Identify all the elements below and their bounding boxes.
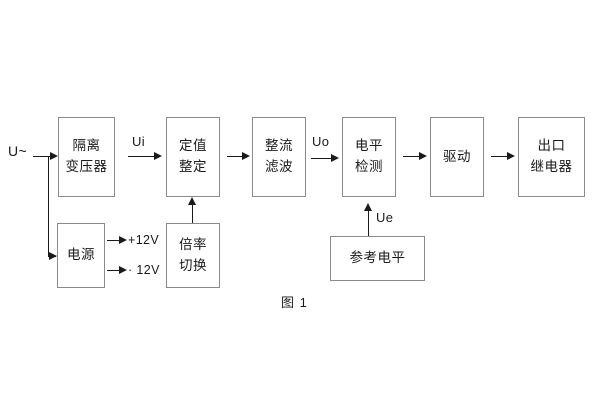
block-power-supply-line1: 电源 xyxy=(67,247,95,263)
arrowhead-driver-to-output-relay xyxy=(507,152,515,160)
block-level-detection-line2: 检测 xyxy=(355,159,383,174)
arrowhead-rail-positive xyxy=(119,236,127,244)
block-multiplier-switch-line1: 倍率 xyxy=(179,236,207,252)
block-multiplier-switch-line2: 切换 xyxy=(179,257,207,273)
wire-input-stub xyxy=(33,156,48,157)
wire-driver-to-output-relay xyxy=(491,156,509,157)
block-setpoint-setting-line1: 定值 xyxy=(179,138,207,154)
block-output-relay[interactable]: 出口 继电器 xyxy=(518,117,585,197)
signal-label-ue: Ue xyxy=(376,210,394,225)
arrowhead-setpoint-to-rectifier xyxy=(242,152,250,160)
arrowhead-uo xyxy=(331,154,339,162)
signal-label-ui: Ui xyxy=(132,134,146,149)
block-driver[interactable]: 驱动 xyxy=(430,117,484,197)
block-output-relay-line2: 继电器 xyxy=(530,159,573,174)
block-reference-level[interactable]: 参考电平 xyxy=(330,236,425,281)
arrowhead-to-power-supply xyxy=(49,252,57,260)
wire-multiplier-to-setpoint xyxy=(192,204,193,223)
block-setpoint-setting[interactable]: 定值 整定 xyxy=(166,117,220,197)
block-isolation-transformer-line1: 隔离 xyxy=(72,138,101,154)
block-output-relay-line1: 出口 xyxy=(537,138,566,154)
wire-rail-negative xyxy=(107,270,121,271)
input-source-label: U~ xyxy=(8,143,28,159)
block-multiplier-switch[interactable]: 倍率 切换 xyxy=(166,223,220,288)
block-power-supply[interactable]: 电源 xyxy=(57,223,105,288)
wire-setpoint-to-rectifier xyxy=(227,156,244,157)
arrowhead-multiplier-to-setpoint xyxy=(188,197,196,205)
figure-caption: 图 1 xyxy=(281,295,308,310)
arrowhead-ui xyxy=(154,152,162,160)
wire-ui xyxy=(128,156,156,157)
block-rectifier-filter[interactable]: 整流 滤波 xyxy=(252,117,306,197)
wire-rail-positive xyxy=(107,240,121,241)
arrowhead-rail-negative xyxy=(119,266,127,274)
block-reference-level-line1: 参考电平 xyxy=(349,250,406,266)
wire-level-to-driver xyxy=(403,156,421,157)
signal-label-uo: Uo xyxy=(312,134,330,149)
arrowhead-level-to-driver xyxy=(419,152,427,160)
block-driver-line1: 驱动 xyxy=(443,148,471,164)
block-level-detection-line1: 电平 xyxy=(355,138,383,154)
wire-uo xyxy=(311,158,333,159)
rail-label-negative: · 12V xyxy=(128,263,160,277)
wire-input-branch-trunk xyxy=(48,156,49,256)
block-rectifier-filter-line2: 滤波 xyxy=(265,159,293,174)
block-isolation-transformer[interactable]: 隔离 变压器 xyxy=(58,117,115,197)
block-setpoint-setting-line2: 整定 xyxy=(179,159,207,174)
arrowhead-ue xyxy=(364,203,372,211)
block-isolation-transformer-line2: 变压器 xyxy=(65,159,108,174)
wire-ue xyxy=(368,210,369,236)
arrowhead-to-isolation-transformer xyxy=(50,152,58,160)
block-level-detection[interactable]: 电平 检测 xyxy=(342,117,396,197)
block-rectifier-filter-line1: 整流 xyxy=(265,138,293,154)
rail-label-positive: +12V xyxy=(128,233,160,247)
